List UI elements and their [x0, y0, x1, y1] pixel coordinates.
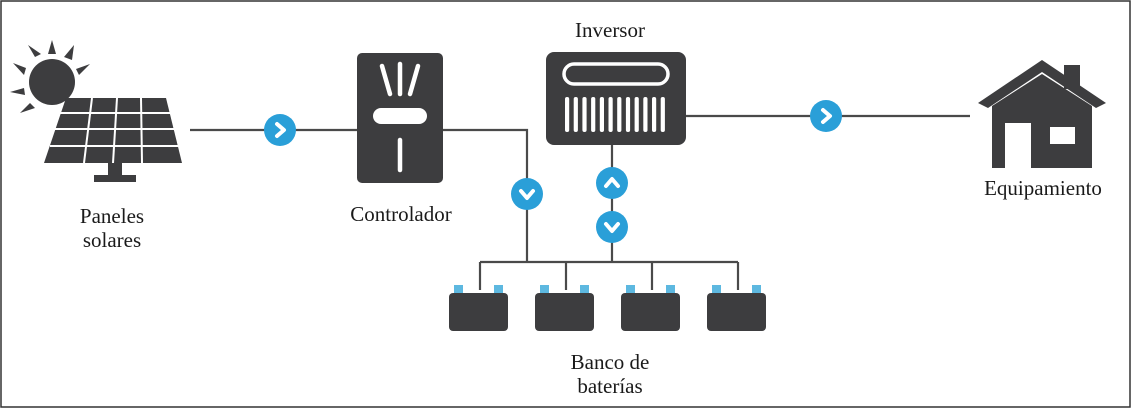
arrow-right-icon: [810, 100, 842, 132]
inverter-vent: [617, 97, 622, 132]
arrow-down-icon: [511, 178, 543, 210]
label-inversor: Inversor: [575, 18, 645, 42]
inverter-vent: [634, 97, 639, 132]
battery-icon: [449, 285, 508, 331]
inverter-vent: [599, 97, 604, 132]
solar-panel-icon: [44, 97, 182, 182]
inverter-vent: [608, 97, 613, 132]
charge-controller-icon: [357, 53, 443, 183]
inverter-vent: [591, 97, 596, 132]
inverter-vents: [565, 97, 665, 132]
sun-icon: [10, 40, 90, 113]
inverter-icon: [546, 52, 686, 145]
label-paneles-line2: solares: [82, 228, 142, 252]
flow-arrows: [264, 100, 842, 243]
arrow-right-icon: [264, 114, 296, 146]
label-equipamiento: Equipamiento: [984, 176, 1102, 200]
inverter-vent: [582, 97, 587, 132]
inverter-vent: [660, 97, 665, 132]
battery-icon: [621, 285, 680, 331]
connection-lines: [190, 114, 970, 290]
inverter-vent: [652, 97, 657, 132]
battery-bank: [449, 285, 766, 331]
label-paneles-line1: Paneles: [79, 204, 145, 228]
line-controller-bus: [443, 128, 529, 262]
battery-icon: [707, 285, 766, 331]
battery-icon: [535, 285, 594, 331]
label-banco-baterias: Banco de baterías: [545, 350, 675, 398]
arrow-up-icon: [596, 167, 628, 199]
inverter-vent: [643, 97, 648, 132]
label-banco-line1: Banco de: [570, 350, 650, 374]
house-icon: [978, 60, 1106, 168]
arrow-down-icon: [596, 211, 628, 243]
label-paneles-solares: Paneles solares: [62, 204, 162, 252]
inverter-vent: [625, 97, 631, 132]
inverter-vent: [565, 97, 570, 132]
inverter-vent: [573, 97, 578, 132]
label-controlador: Controlador: [350, 202, 452, 226]
label-banco-line2: baterías: [577, 374, 643, 398]
